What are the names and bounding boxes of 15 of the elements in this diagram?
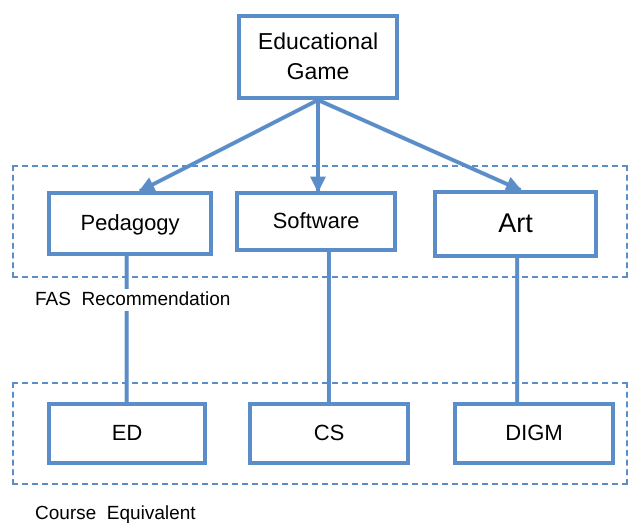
process-box: Art: [433, 190, 598, 258]
arrow: [310, 100, 326, 193]
process-box: Software: [235, 191, 397, 252]
process-box: DIGM: [453, 402, 615, 465]
process-box: Educational Game: [237, 14, 399, 100]
band-label: FAS Recommendation: [35, 289, 230, 311]
connector-line: [326, 252, 331, 402]
process-box: ED: [47, 402, 207, 465]
band-label: Course Equivalent: [35, 503, 196, 525]
arrow: [317, 98, 522, 192]
process-box: Pedagogy: [47, 191, 213, 256]
arrow: [138, 98, 319, 193]
connector-line: [124, 256, 129, 402]
process-box: CS: [248, 402, 410, 465]
connector-line: [515, 258, 520, 402]
